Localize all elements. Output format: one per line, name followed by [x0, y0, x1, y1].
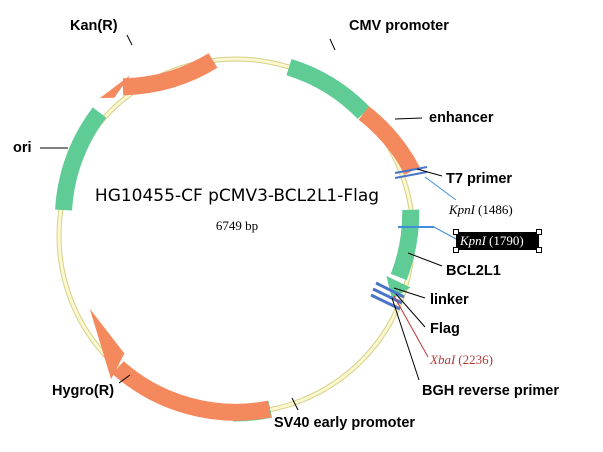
bgh-reverse-primer-label: BGH reverse primer [422, 383, 559, 399]
bcl2l1-leader [407, 252, 443, 267]
kpn1-b-enzyme: KpnI [459, 233, 487, 248]
bcl2l1-label: BCL2L1 [446, 263, 501, 279]
kpn1-a-enzyme: KpnI [448, 202, 476, 217]
kpn1-b-site[interactable]: KpnI(1790) [459, 233, 524, 248]
hygro-leader [118, 374, 131, 384]
t7-primer-label: T7 primer [446, 171, 512, 187]
xba1-leader [393, 295, 429, 358]
hygro-label: Hygro(R) [52, 383, 114, 399]
kpn1-b-position: (1790) [489, 233, 524, 248]
plasmid-size: 6749 bp [216, 218, 258, 233]
kpn1-b-handle-br [536, 247, 542, 253]
kpn1-a-position: (1486) [478, 202, 513, 217]
kpn1-b-handle-tr [536, 229, 542, 235]
kan-leader [126, 34, 133, 46]
bgh-leader [391, 297, 420, 381]
xba1-enzyme: XbaI [429, 352, 456, 367]
enhancer-arc [358, 106, 420, 175]
enhancer-label: enhancer [429, 110, 494, 126]
linker-label: linker [430, 292, 469, 308]
kpn1-b-highlight [456, 232, 539, 250]
bcl2l1-arrowhead [386, 275, 411, 300]
linker-mark [375, 281, 405, 299]
cmv-promoter-label: CMV promoter [349, 18, 449, 34]
sv40-leader [291, 397, 299, 411]
kpn1-b-handle-bl [453, 247, 459, 253]
kpn1-b-leader [433, 226, 459, 241]
enhancer-leader [394, 117, 423, 120]
kan-arrowhead [99, 75, 131, 99]
t7-primer-mark-1 [394, 166, 428, 174]
kan-label: Kan(R) [70, 18, 118, 34]
kpn1-a-leader [424, 176, 457, 201]
hygro-arc [112, 361, 272, 421]
flag-leader [395, 293, 426, 328]
kpn1-b-handle-tl [453, 229, 459, 235]
cmv-promoter-arc [286, 58, 370, 120]
bgh-primer-mark [370, 293, 401, 311]
sv40-early-promoter-label: SV40 early promoter [274, 415, 415, 431]
ori-label: ori [13, 140, 32, 156]
kpn1-a-site: KpnI(1486) [448, 202, 513, 217]
kan-arc [122, 53, 218, 96]
xba1-site: XbaI(2236) [429, 352, 493, 367]
cmv-leader [329, 38, 336, 51]
ori-arc [55, 107, 107, 211]
hygro-arrowhead [89, 308, 125, 380]
flag-label: Flag [430, 321, 460, 337]
xba1-position: (2236) [458, 352, 493, 367]
linker-leader [393, 287, 426, 299]
t7-primer-mark-2 [394, 171, 428, 179]
t7-leader [416, 168, 443, 177]
plasmid-title: HG10455-CF pCMV3-BCL2L1-Flag [95, 186, 379, 206]
bcl2l1-arc [390, 209, 420, 281]
